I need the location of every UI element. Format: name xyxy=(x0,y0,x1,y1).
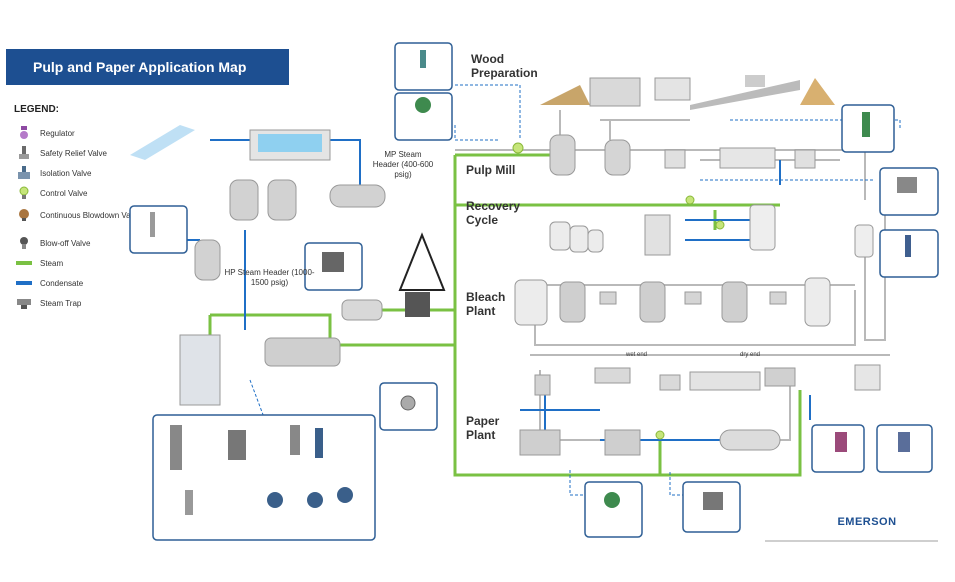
pulp-mill-equipment xyxy=(512,134,816,176)
section-bleach-plant: Bleach Plant xyxy=(466,290,506,318)
steam-line-icon xyxy=(14,257,34,269)
control-valve-icon xyxy=(14,186,34,199)
isolation-valve-icon xyxy=(14,166,34,179)
wet-end-label: wet end xyxy=(626,352,648,358)
section-pulp-mill: Pulp Mill xyxy=(466,163,516,177)
legend-item-steam: Steam xyxy=(14,253,144,273)
callout-icons xyxy=(150,50,917,515)
regulator-icon xyxy=(14,126,34,139)
power-house-equipment xyxy=(130,125,446,406)
safety-relief-valve-icon xyxy=(14,146,34,159)
paper-plant-equipment xyxy=(519,364,881,456)
legend: LEGEND: Regulator Safety Relief Valve Is… xyxy=(14,104,144,313)
legend-item-blowdown-valve: Continuous Blowdown Valve xyxy=(14,203,144,227)
condensate-line-icon xyxy=(14,277,34,289)
legend-item-safety-relief-valve: Safety Relief Valve xyxy=(14,143,144,163)
steam-trap-icon xyxy=(14,297,34,309)
legend-item-blow-off-valve: Blow-off Valve xyxy=(14,233,144,253)
bleach-plant-equipment xyxy=(514,277,831,327)
section-recovery-cycle: Recovery Cycle xyxy=(466,199,521,227)
callout-blowdown-valve[interactable] xyxy=(394,92,453,141)
wood-preparation-equipment xyxy=(540,75,835,110)
emerson-logo: EMERSON xyxy=(837,516,897,528)
blow-off-valve-icon xyxy=(14,237,34,249)
legend-heading: LEGEND: xyxy=(14,104,59,115)
callout-level-instrumentation[interactable] xyxy=(129,205,188,254)
footer-divider xyxy=(765,540,938,542)
callout-power-house-products[interactable] xyxy=(152,414,376,541)
legend-item-steam-trap: Steam Trap xyxy=(14,293,144,313)
legend-item-control-valve: Control Valve xyxy=(14,183,144,203)
legend-item-regulator: Regulator xyxy=(14,123,144,143)
section-paper-plant: Paper Plant xyxy=(466,414,500,442)
legend-item-condensate: Condensate xyxy=(14,273,144,293)
hp-steam-header-label: HP Steam Header (1000-1500 psig) xyxy=(224,268,315,287)
page-title: Pulp and Paper Application Map xyxy=(6,49,289,85)
steam-lines xyxy=(208,153,802,477)
dry-end-label: dry end xyxy=(740,352,761,358)
legend-item-isolation-valve: Isolation Valve xyxy=(14,163,144,183)
section-wood-preparation: Wood Preparation xyxy=(471,52,538,80)
blowdown-valve-icon xyxy=(14,209,34,221)
mp-steam-header-label: MP Steam Header (400-600 psig) xyxy=(372,150,434,179)
recovery-cycle-equipment xyxy=(549,195,874,258)
callout-actuator-valve[interactable] xyxy=(584,481,643,538)
